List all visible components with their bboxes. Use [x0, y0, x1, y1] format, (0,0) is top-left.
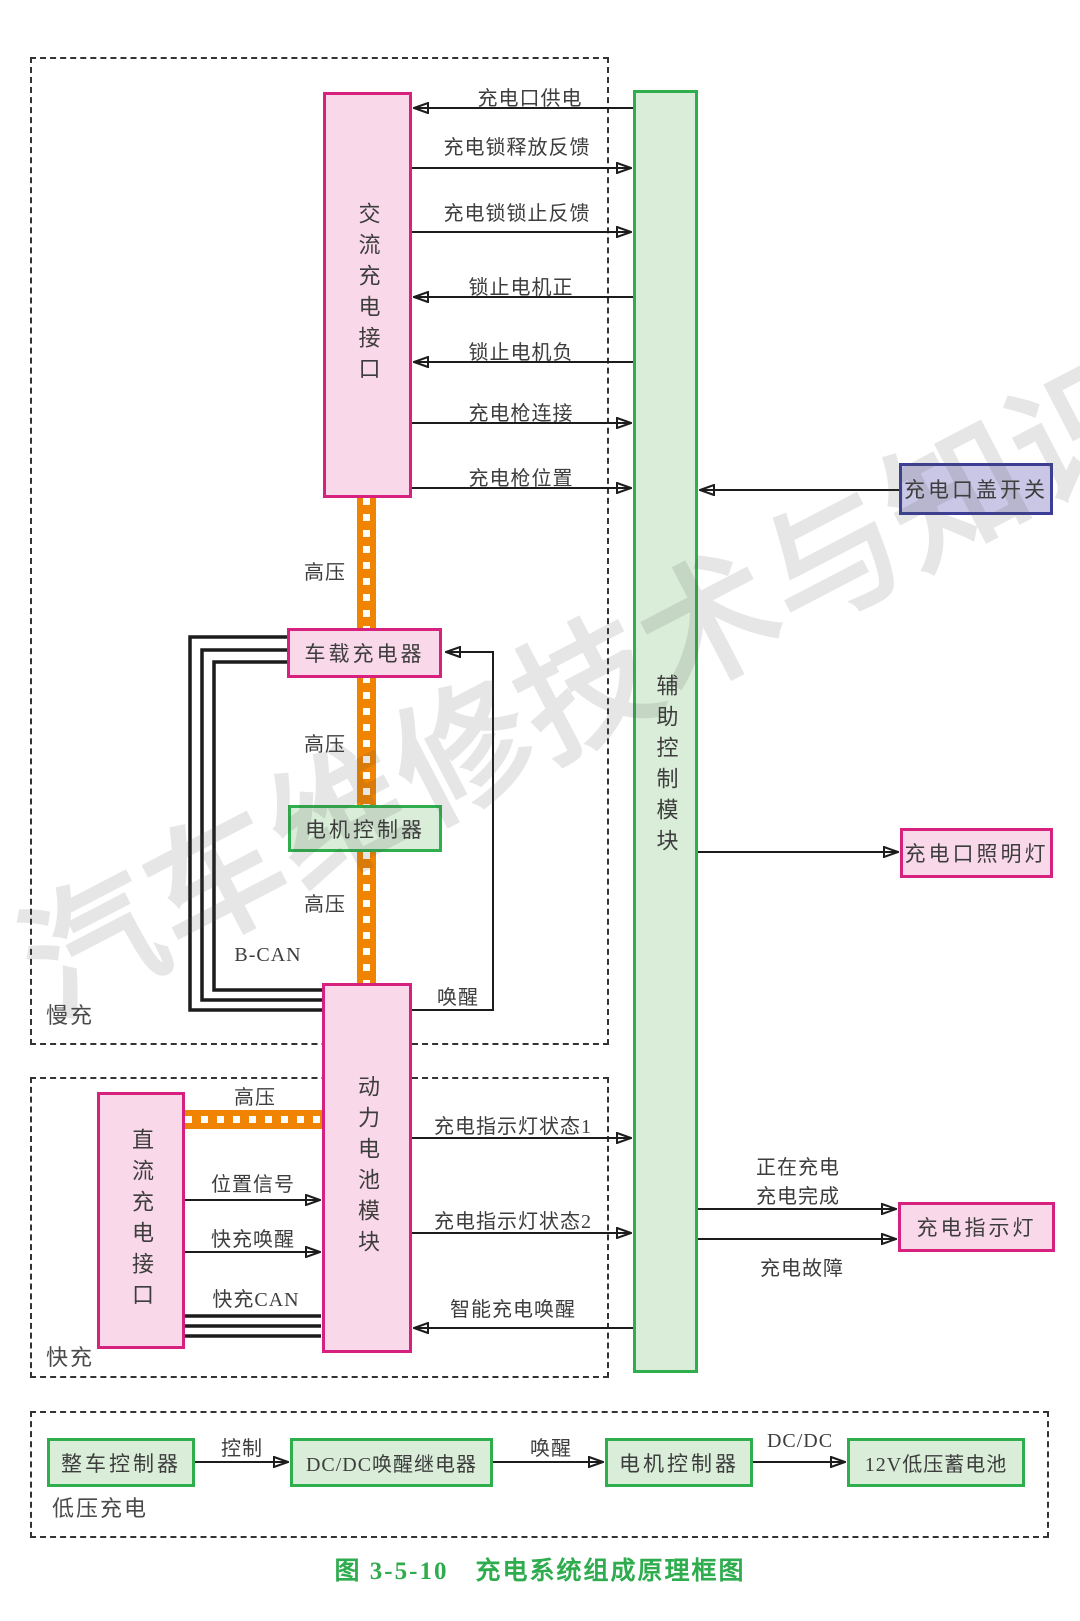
block-charge-port-lamp: 充电口照明灯: [900, 828, 1053, 878]
label-high-voltage-3: 高压: [304, 894, 346, 916]
label-position-signal: 位置信号: [211, 1174, 295, 1196]
label-indicator-state-2: 充电指示灯状态2: [434, 1211, 592, 1233]
block-power-battery-module: 动力电池模块: [322, 983, 412, 1353]
label-wake: 唤醒: [437, 987, 479, 1009]
block-label: 动力电池模块: [355, 1075, 380, 1261]
slow-charge-section-frame: [30, 57, 609, 1045]
low-voltage-section-frame: [30, 1411, 1049, 1538]
block-label: 电机控制器: [305, 817, 425, 842]
bus-bcan-inner: [212, 660, 322, 992]
block-battery-12v: 12V低压蓄电池: [847, 1438, 1025, 1487]
block-label: 电机控制器: [619, 1451, 739, 1476]
block-onboard-charger: 车载充电器: [287, 628, 442, 678]
label-wake-lv: 唤醒: [530, 1438, 572, 1460]
block-aux-control-module: 辅助控制模块: [633, 90, 698, 1373]
block-vehicle-controller: 整车控制器: [47, 1438, 195, 1487]
label-lock-lock-feedback: 充电锁锁止反馈: [443, 203, 591, 225]
label-charging-now: 正在充电: [756, 1157, 840, 1179]
block-ac-charge-port: 交流充电接口: [323, 92, 412, 498]
bus-bcan-outer: [188, 635, 322, 1012]
label-charging-fault: 充电故障: [760, 1258, 844, 1280]
label-gun-position: 充电枪位置: [468, 468, 574, 490]
label-lock-motor-positive: 锁止电机正: [468, 277, 574, 299]
block-label: 充电指示灯: [916, 1216, 1037, 1240]
block-label: 充电口盖开关: [904, 478, 1048, 502]
label-lock-motor-negative: 锁止电机负: [468, 342, 574, 364]
label-smart-charge-wake: 智能充电唤醒: [450, 1299, 576, 1321]
fast-charge-section-frame: [30, 1077, 609, 1378]
block-motor-controller: 电机控制器: [288, 805, 442, 852]
block-label: 交流充电接口: [355, 202, 381, 388]
block-charge-indicator-lamp: 充电指示灯: [898, 1202, 1055, 1252]
label-charging-done: 充电完成: [756, 1186, 840, 1208]
label-high-voltage-2: 高压: [304, 734, 346, 756]
label-charge-port-power: 充电口供电: [477, 88, 583, 110]
label-high-voltage-4: 高压: [234, 1087, 276, 1109]
label-b-can: B-CAN: [234, 944, 302, 966]
label-control: 控制: [221, 1438, 263, 1460]
fast-charge-section-label: 快充: [46, 1345, 95, 1370]
figure-caption: 图 3-5-10 充电系统组成原理框图: [334, 1558, 746, 1585]
bus-bcan-middle: [200, 648, 322, 1002]
hv-bus-dashes: [363, 498, 370, 630]
block-label: 整车控制器: [61, 1451, 181, 1476]
label-gun-connect: 充电枪连接: [468, 403, 574, 425]
block-dc-charge-port: 直流充电接口: [97, 1092, 185, 1349]
block-motor-controller-lv: 电机控制器: [605, 1438, 753, 1487]
label-dc-dc: DC/DC: [766, 1430, 834, 1452]
hv-bus-ac-port-to-obc: [357, 498, 376, 630]
block-label: 直流充电接口: [129, 1127, 154, 1314]
label-fast-charge-can: 快充CAN: [212, 1289, 300, 1311]
slow-charge-section-label: 慢充: [46, 1003, 95, 1028]
label-indicator-state-1: 充电指示灯状态1: [434, 1116, 592, 1138]
block-label: 充电口照明灯: [904, 842, 1049, 866]
block-label: 车载充电器: [304, 642, 425, 666]
block-label: 12V低压蓄电池: [864, 1454, 1008, 1476]
hv-bus-dashes: [185, 1116, 322, 1123]
label-fast-charge-wake: 快充唤醒: [211, 1229, 295, 1251]
block-label: 辅助控制模块: [653, 673, 679, 860]
block-charge-port-cover-switch: 充电口盖开关: [899, 463, 1053, 515]
label-lock-release-feedback: 充电锁释放反馈: [443, 137, 591, 159]
label-high-voltage-1: 高压: [304, 562, 346, 584]
block-dcdc-wake-relay: DC/DC唤醒继电器: [290, 1438, 493, 1487]
line-wake-battery-to-obc: [412, 652, 494, 1011]
low-voltage-section-label: 低压充电: [52, 1496, 149, 1521]
hv-bus-dc-port-to-battery: [185, 1110, 322, 1129]
block-label: DC/DC唤醒继电器: [305, 1454, 478, 1476]
